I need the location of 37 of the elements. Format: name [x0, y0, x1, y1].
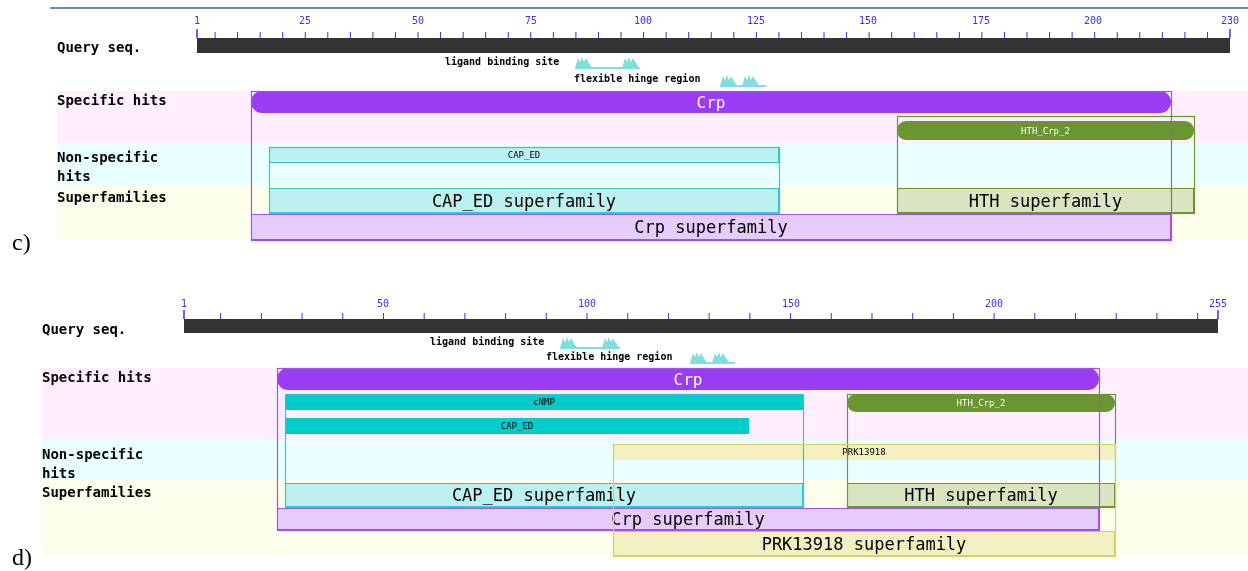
- tick-label: 150: [858, 16, 878, 26]
- tick-label: 100: [577, 299, 597, 309]
- track-label: Superfamilies: [57, 190, 167, 204]
- tick-label: 200: [1083, 16, 1103, 26]
- tick-label: 125: [746, 16, 766, 26]
- tick-label: 50: [377, 299, 389, 309]
- tick-label: 175: [971, 16, 991, 26]
- track-label: Specific hits: [57, 93, 167, 107]
- tick-label: 100: [633, 16, 653, 26]
- superfamily-bar: HTH superfamily: [847, 483, 1115, 507]
- tick-label: 200: [984, 299, 1004, 309]
- track-label: Query seq.: [42, 322, 127, 336]
- domain-bar: CAP_ED: [285, 418, 749, 434]
- site-label: ligand binding site: [445, 57, 560, 67]
- tick-label: 75: [525, 16, 537, 26]
- tick-label: 230: [1220, 16, 1240, 26]
- track-label: Specific hits: [42, 370, 152, 384]
- track-label: Query seq.: [57, 40, 142, 54]
- superfamily-bar: HTH superfamily: [897, 188, 1194, 213]
- domain-bar: HTH_Crp_2: [897, 121, 1194, 140]
- tick-label: 1: [194, 16, 200, 26]
- domain-bar: Crp: [277, 368, 1099, 390]
- tick-label: 150: [781, 299, 801, 309]
- site-label: ligand binding site: [430, 337, 545, 347]
- tick-label: 25: [299, 16, 311, 26]
- domain-bar: Crp: [251, 91, 1171, 113]
- superfamily-bar: Crp superfamily: [251, 214, 1171, 240]
- tick-label: 255: [1208, 299, 1228, 309]
- track-label: Non-specific hits: [57, 148, 160, 186]
- tick-label: 50: [412, 16, 424, 26]
- track-label: Superfamilies: [42, 485, 152, 499]
- superfamily-bar: PRK13918 superfamily: [613, 531, 1115, 556]
- panel-letter: d): [12, 545, 32, 569]
- superfamily-bar: CAP_ED superfamily: [269, 188, 779, 213]
- track-label: Non-specific hits: [42, 445, 145, 483]
- panel-letter: c): [12, 230, 31, 254]
- tick-label: 1: [181, 299, 187, 309]
